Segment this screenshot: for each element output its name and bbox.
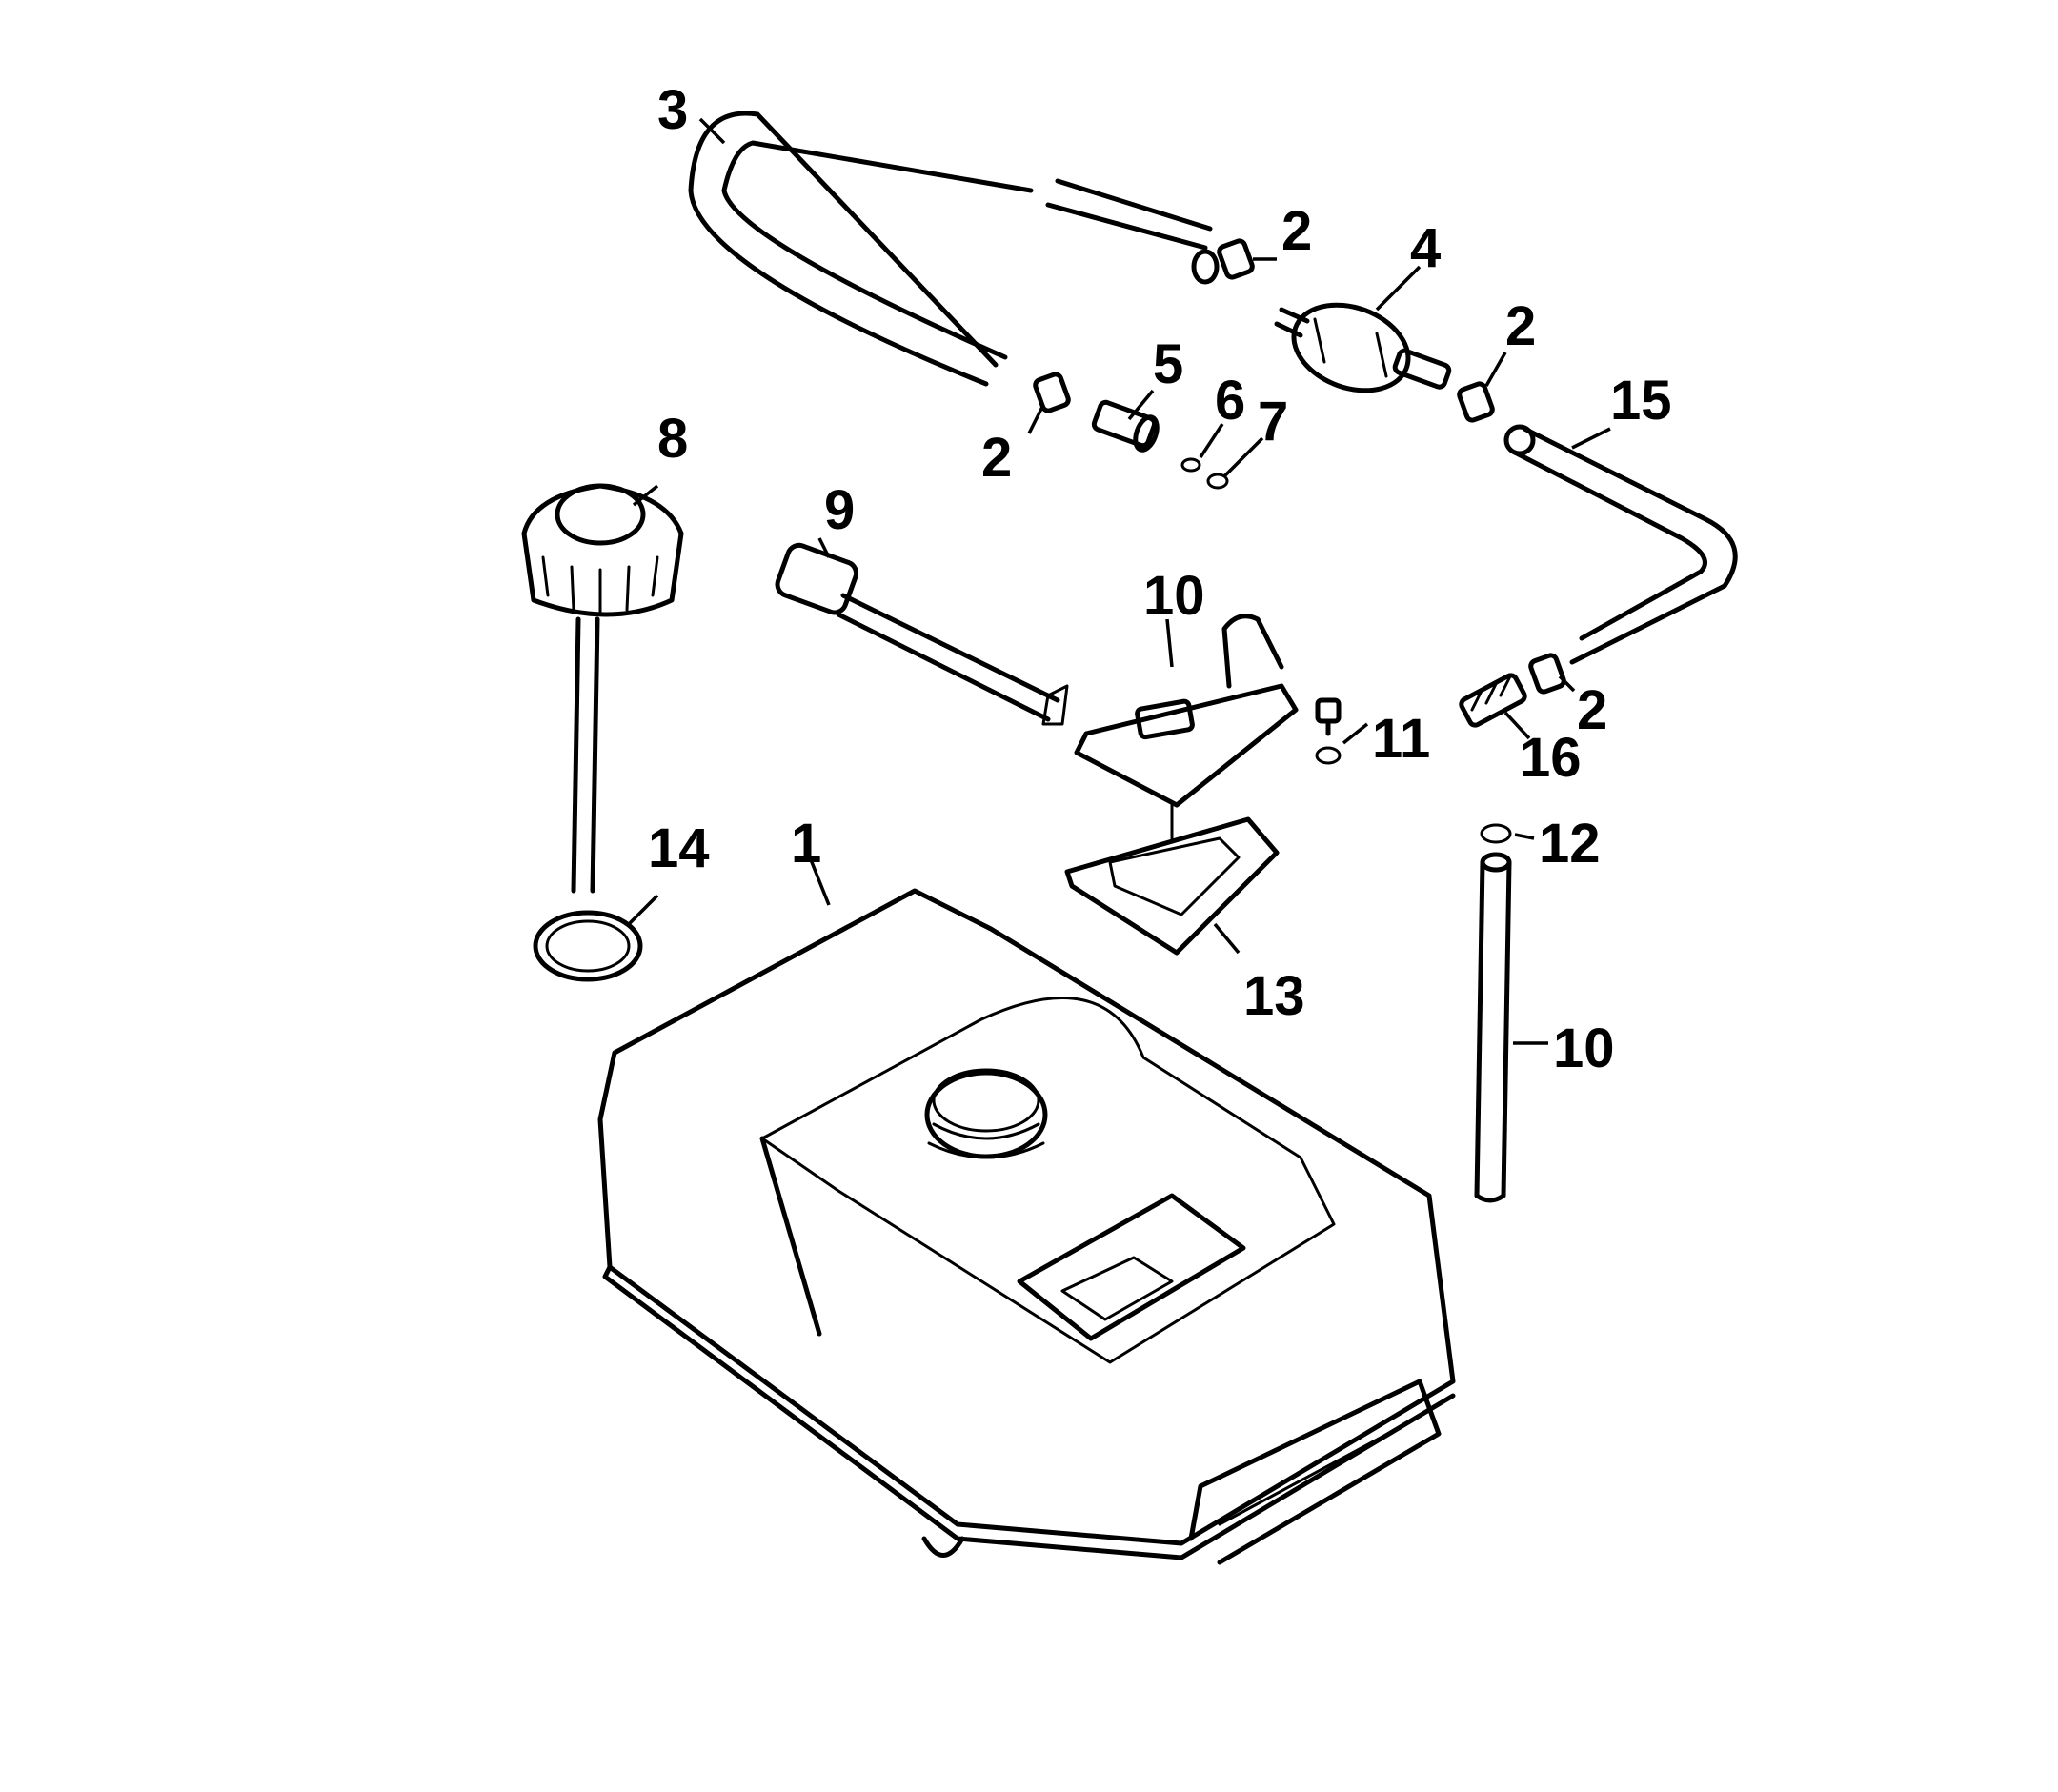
- part-8-fuel-gauge-cap: [521, 483, 684, 894]
- part-13-gasket: [1064, 816, 1280, 956]
- callout-6: 6: [1215, 370, 1245, 432]
- callout-9: 9: [824, 479, 855, 541]
- part-10-pickup-tube: [1474, 852, 1512, 1203]
- callout-12: 12: [1539, 813, 1601, 875]
- part-14-o-ring-seal: [533, 910, 643, 982]
- callout-10-tube: 10: [1553, 1017, 1615, 1079]
- callout-2-left: 2: [981, 427, 1012, 489]
- callout-4: 4: [1410, 217, 1441, 279]
- part-2-hose-clamp-right-lower: [1528, 653, 1566, 695]
- callout-labels: 3 2 4 2 15 5 6 7 2 8 9 10 11 16 2 12 14 …: [648, 79, 1672, 1079]
- callout-11: 11: [1372, 708, 1430, 770]
- part-10-fuel-pickup-plate: [1074, 614, 1299, 840]
- callout-2-right: 2: [1505, 295, 1536, 357]
- callout-3: 3: [657, 79, 688, 141]
- leader-lines: [627, 117, 1611, 1045]
- callout-16: 16: [1520, 727, 1582, 789]
- callout-8: 8: [657, 408, 688, 470]
- callout-2-lower: 2: [1577, 679, 1607, 741]
- callout-15: 15: [1610, 370, 1672, 432]
- part-1-fuel-tank: [597, 888, 1456, 1565]
- callout-2-upper: 2: [1281, 200, 1312, 262]
- part-5-connector-fitting: [1091, 399, 1160, 453]
- part-6-o-ring: [1180, 457, 1201, 473]
- part-4-primer-bulb: [1274, 302, 1452, 393]
- callout-13: 13: [1243, 965, 1305, 1027]
- part-16-hose-barb-fitting: [1459, 673, 1527, 728]
- part-11-screw-washer: [1315, 697, 1342, 765]
- part-2-hose-clamp-right-upper: [1457, 381, 1495, 423]
- part-9-float-arm: [775, 542, 1069, 726]
- part-12-o-ring: [1480, 823, 1512, 844]
- callout-1: 1: [791, 813, 821, 875]
- part-3-fuel-hose-loop: [688, 111, 1220, 387]
- part-2-hose-clamp-left: [1033, 372, 1071, 413]
- part-7-o-ring: [1206, 473, 1229, 490]
- part-15-fuel-hose: [1503, 424, 1738, 665]
- callout-14: 14: [648, 817, 710, 879]
- callout-10-plate: 10: [1143, 565, 1205, 627]
- callout-7: 7: [1258, 391, 1288, 453]
- part-2-hose-clamp-upper: [1217, 238, 1255, 280]
- callout-5: 5: [1153, 333, 1183, 395]
